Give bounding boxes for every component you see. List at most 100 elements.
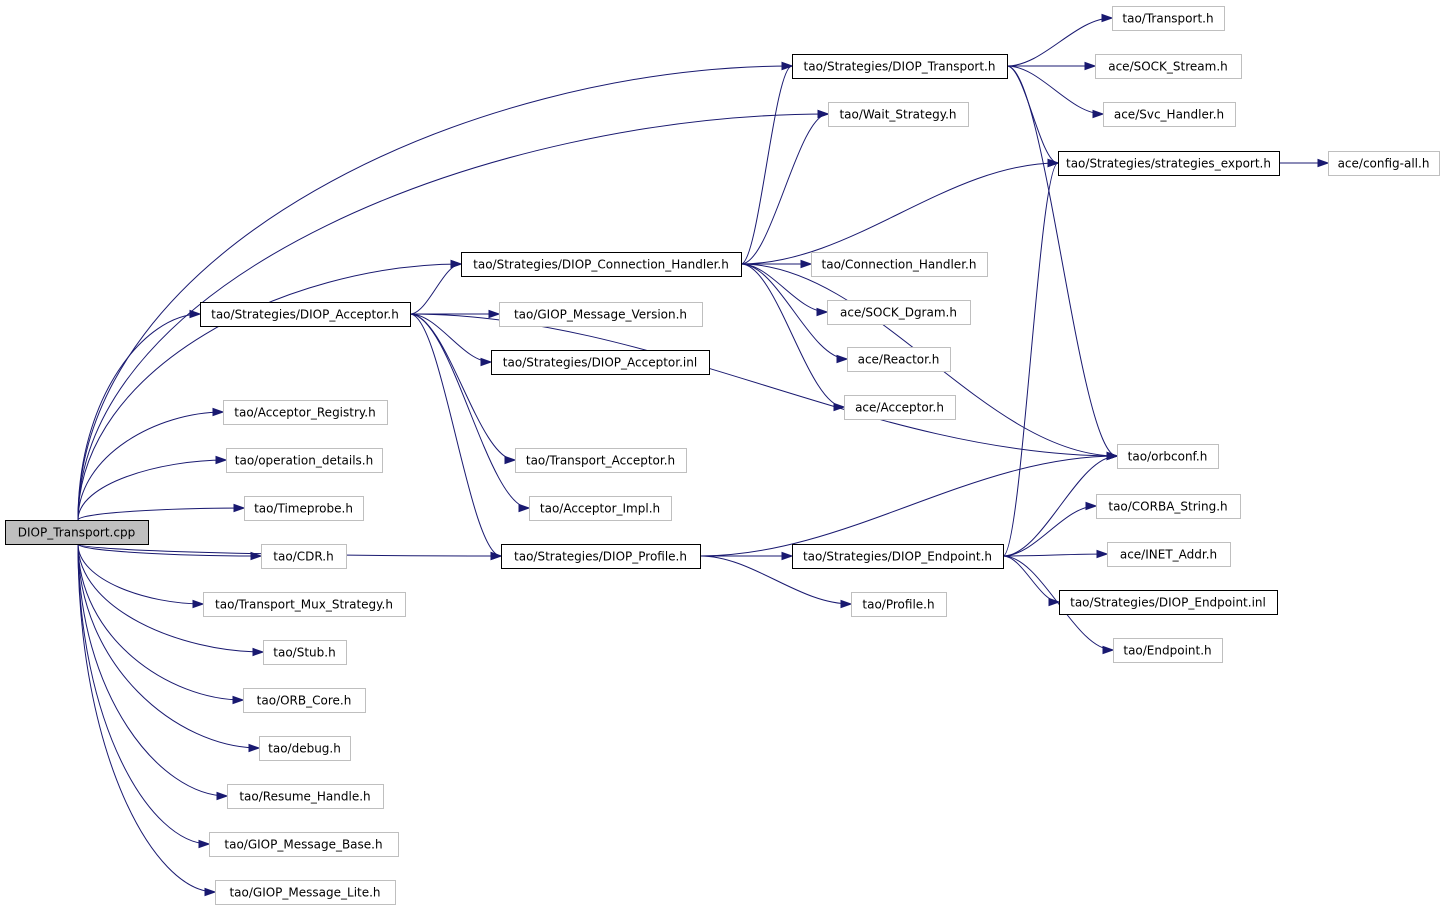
node-svc_handler[interactable]: ace/Svc_Handler.h xyxy=(1103,102,1236,127)
node-box[interactable] xyxy=(1328,151,1440,176)
arrowhead-icon xyxy=(192,599,205,609)
node-box[interactable] xyxy=(259,736,351,761)
node-box[interactable] xyxy=(811,252,988,277)
arrowhead-icon xyxy=(233,503,246,513)
node-timeprobe[interactable]: tao/Timeprobe.h xyxy=(244,496,364,521)
node-sock_dgram[interactable]: ace/SOCK_Dgram.h xyxy=(827,300,971,325)
node-operation_details[interactable]: tao/operation_details.h xyxy=(226,448,383,473)
node-reactor[interactable]: ace/Reactor.h xyxy=(847,347,951,372)
node-box[interactable] xyxy=(261,544,347,569)
node-transport_acceptor[interactable]: tao/Transport_Acceptor.h xyxy=(515,448,687,473)
node-diop_acceptor[interactable]: tao/Strategies/DIOP_Acceptor.h xyxy=(200,302,411,327)
node-debug[interactable]: tao/debug.h xyxy=(259,736,351,761)
edge-diop_endpoint-to-endpoint xyxy=(1002,555,1115,655)
node-box[interactable] xyxy=(243,688,366,713)
arrowhead-icon xyxy=(1092,109,1105,119)
edge-path xyxy=(409,313,1118,457)
node-endpoint[interactable]: tao/Endpoint.h xyxy=(1113,638,1223,663)
node-orbconf[interactable]: tao/orbconf.h xyxy=(1117,444,1219,469)
edge-diop_transport_h-to-sock_stream xyxy=(1007,61,1097,71)
node-orb_core[interactable]: tao/ORB_Core.h xyxy=(243,688,366,713)
node-sock_stream[interactable]: ace/SOCK_Stream.h xyxy=(1095,54,1242,79)
node-box[interactable] xyxy=(203,592,406,617)
edge-root-to-stub xyxy=(77,543,265,657)
node-stub[interactable]: tao/Stub.h xyxy=(263,640,347,665)
node-box[interactable] xyxy=(491,350,710,375)
edge-path xyxy=(1006,65,1118,457)
node-box[interactable] xyxy=(1113,638,1223,663)
edge-path xyxy=(77,543,264,653)
node-box[interactable] xyxy=(200,302,411,327)
node-giop_msg_version[interactable]: tao/GIOP_Message_Version.h xyxy=(499,302,703,327)
node-box[interactable] xyxy=(461,252,742,277)
node-resume_handle[interactable]: tao/Resume_Handle.h xyxy=(227,784,384,809)
arrowhead-icon xyxy=(1317,158,1330,168)
arrowhead-icon xyxy=(518,503,531,513)
node-box[interactable] xyxy=(226,448,383,473)
arrowhead-icon xyxy=(252,647,265,657)
node-box[interactable] xyxy=(515,448,687,473)
node-box[interactable] xyxy=(828,102,969,127)
node-box[interactable] xyxy=(244,496,364,521)
node-transport_mux[interactable]: tao/Transport_Mux_Strategy.h xyxy=(203,592,406,617)
node-label: tao/Strategies/DIOP_Profile.h xyxy=(514,550,687,564)
edge-diop_endpoint-to-diop_endpoint_inl xyxy=(1002,555,1061,607)
node-acceptor_registry[interactable]: tao/Acceptor_Registry.h xyxy=(223,400,388,425)
edge-root-to-debug xyxy=(77,543,261,753)
node-box[interactable] xyxy=(215,880,396,905)
node-giop_msg_base[interactable]: tao/GIOP_Message_Base.h xyxy=(209,832,399,857)
node-acceptor_impl[interactable]: tao/Acceptor_Impl.h xyxy=(529,496,672,521)
node-ace_acceptor[interactable]: ace/Acceptor.h xyxy=(844,395,956,420)
edge-path xyxy=(1002,553,1108,557)
edge-diop_acceptor-to-diop_acceptor_inl xyxy=(409,313,493,367)
node-tao_conn_handler[interactable]: tao/Connection_Handler.h xyxy=(811,252,988,277)
node-box[interactable] xyxy=(1096,494,1241,519)
node-box[interactable] xyxy=(499,302,703,327)
node-box[interactable] xyxy=(1112,6,1225,31)
node-box[interactable] xyxy=(529,496,672,521)
node-cdr[interactable]: tao/CDR.h xyxy=(261,544,347,569)
node-label: tao/Acceptor_Registry.h xyxy=(234,406,375,420)
node-box[interactable] xyxy=(209,832,399,857)
node-box[interactable] xyxy=(1117,444,1219,469)
node-profile[interactable]: tao/Profile.h xyxy=(851,592,947,617)
node-box[interactable] xyxy=(844,395,956,420)
node-config_all[interactable]: ace/config-all.h xyxy=(1328,151,1440,176)
node-box[interactable] xyxy=(1095,54,1242,79)
node-box[interactable] xyxy=(1103,102,1236,127)
node-box[interactable] xyxy=(5,520,149,545)
node-inet_addr[interactable]: ace/INET_Addr.h xyxy=(1107,542,1231,567)
node-label: tao/orbconf.h xyxy=(1128,450,1208,464)
node-label: tao/Connection_Handler.h xyxy=(822,258,977,272)
node-diop_endpoint[interactable]: tao/Strategies/DIOP_Endpoint.h xyxy=(792,544,1004,569)
node-strategies_export[interactable]: tao/Strategies/strategies_export.h xyxy=(1058,151,1280,176)
node-label: tao/Strategies/DIOP_Endpoint.h xyxy=(803,550,992,564)
node-root[interactable]: DIOP_Transport.cpp xyxy=(5,520,149,545)
node-box[interactable] xyxy=(792,544,1004,569)
node-box[interactable] xyxy=(847,347,951,372)
node-conn_handler[interactable]: tao/Strategies/DIOP_Connection_Handler.h xyxy=(461,252,742,277)
node-box[interactable] xyxy=(227,784,384,809)
node-box[interactable] xyxy=(501,544,701,569)
node-diop_acceptor_inl[interactable]: tao/Strategies/DIOP_Acceptor.inl xyxy=(491,350,710,375)
node-box[interactable] xyxy=(263,640,347,665)
node-transport_h[interactable]: tao/Transport.h xyxy=(1112,6,1225,31)
edge-path xyxy=(77,543,228,797)
node-corba_string[interactable]: tao/CORBA_String.h xyxy=(1096,494,1241,519)
node-wait_strategy[interactable]: tao/Wait_Strategy.h xyxy=(828,102,969,127)
node-box[interactable] xyxy=(827,300,971,325)
node-box[interactable] xyxy=(1058,151,1280,176)
edges-layer xyxy=(77,13,1330,897)
edge-conn_handler-to-strategies_export xyxy=(740,158,1060,265)
arrowhead-icon xyxy=(781,61,794,71)
node-diop_transport_h[interactable]: tao/Strategies/DIOP_Transport.h xyxy=(792,54,1008,79)
arrowhead-icon xyxy=(833,402,846,412)
node-box[interactable] xyxy=(792,54,1008,79)
node-giop_msg_lite[interactable]: tao/GIOP_Message_Lite.h xyxy=(215,880,396,905)
node-box[interactable] xyxy=(851,592,947,617)
node-diop_profile[interactable]: tao/Strategies/DIOP_Profile.h xyxy=(501,544,701,569)
node-box[interactable] xyxy=(1059,590,1278,615)
node-box[interactable] xyxy=(223,400,388,425)
node-diop_endpoint_inl[interactable]: tao/Strategies/DIOP_Endpoint.inl xyxy=(1059,590,1278,615)
node-box[interactable] xyxy=(1107,542,1231,567)
